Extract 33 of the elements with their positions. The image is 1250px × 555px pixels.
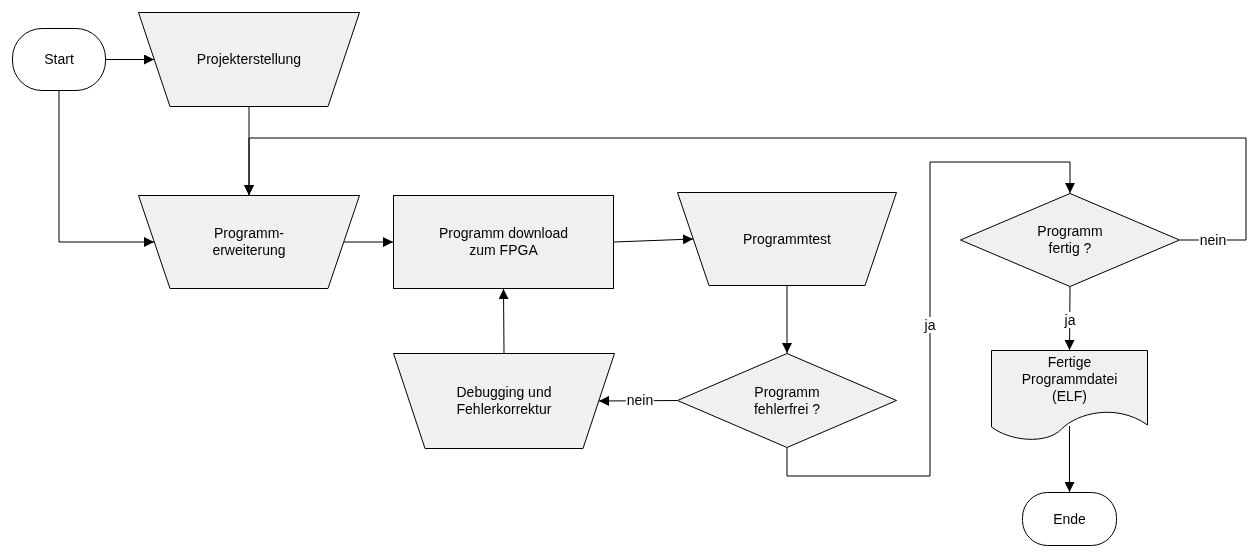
- arrow: [786, 161, 1075, 477]
- node-label: Programm- erweiterung: [211, 225, 287, 259]
- node-label: Debugging und Fehlerkorrektur: [455, 384, 553, 418]
- node-label: Programm download zum FPGA: [437, 225, 570, 259]
- arrow: [244, 137, 1247, 241]
- manual-operation-trapezoid: [393, 353, 615, 449]
- decision-diamond: [677, 353, 897, 448]
- manual-operation-trapezoid: [138, 12, 360, 107]
- arrow: [613, 234, 694, 245]
- node-label: Start: [44, 51, 74, 68]
- node-label: Programm fehlerfrei ?: [752, 383, 822, 418]
- arrow: [58, 90, 155, 247]
- node-label: Programmtest: [743, 230, 831, 248]
- arrow: [105, 54, 155, 65]
- node-label: Projekterstellung: [196, 51, 302, 68]
- decision-diamond: [960, 193, 1180, 287]
- arrow: [498, 288, 509, 354]
- node-label: Programm fertig ?: [1036, 223, 1104, 257]
- manual-operation-trapezoid: [677, 192, 897, 286]
- node-label: Ende: [1053, 510, 1086, 528]
- edge-label: nein: [625, 392, 655, 408]
- process-box: [393, 195, 614, 289]
- terminal-shape: [12, 28, 106, 91]
- arrow: [782, 285, 792, 354]
- terminal-shape: [1022, 492, 1117, 546]
- edge-label: ja: [923, 317, 937, 333]
- edge-label: ja: [1063, 312, 1077, 328]
- edge-label: nein: [1198, 232, 1228, 248]
- document-shape: [991, 350, 1148, 443]
- arrow: [1064, 425, 1075, 493]
- node-label: Fertige Programmdatei (ELF): [1020, 354, 1119, 405]
- arrow: [343, 237, 394, 247]
- manual-operation-trapezoid: [138, 195, 360, 289]
